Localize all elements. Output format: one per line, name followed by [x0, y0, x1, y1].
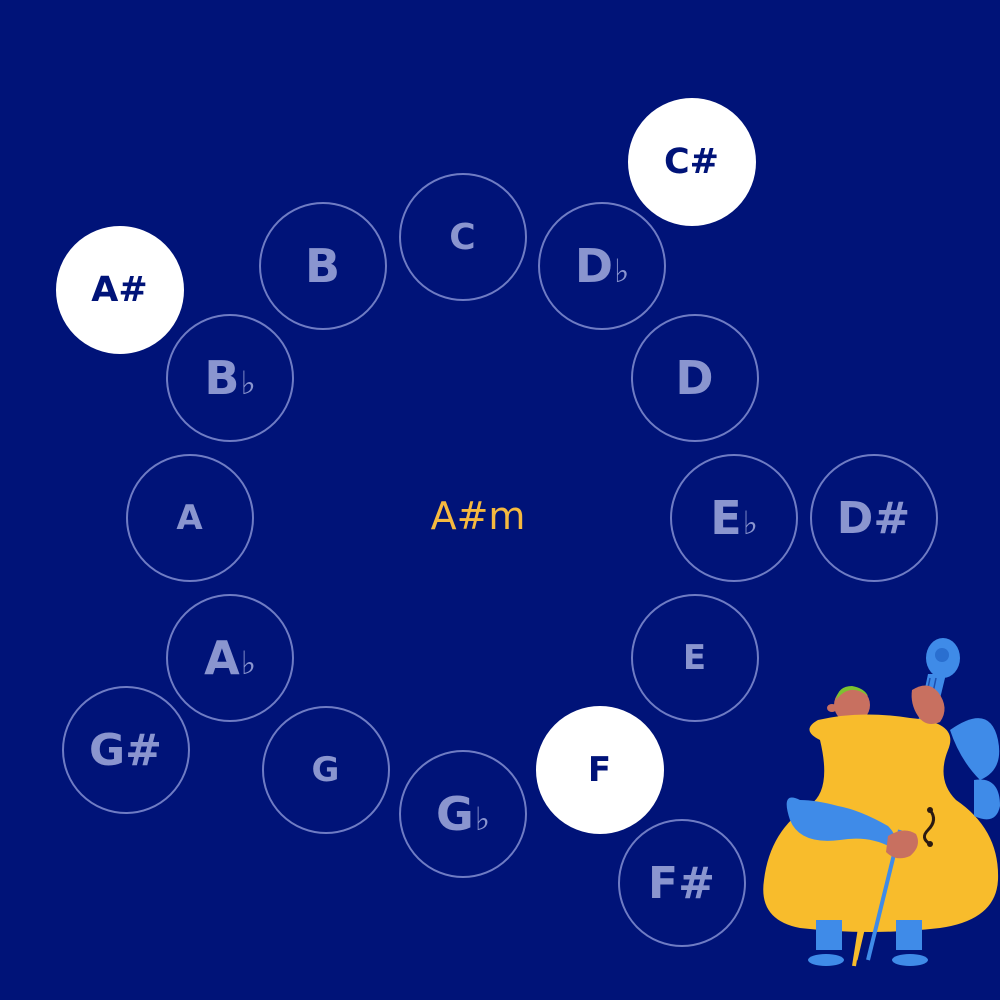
note-g-sharp[interactable]: G# — [62, 686, 190, 814]
note-f[interactable]: F — [536, 706, 664, 834]
note-label: F — [587, 750, 612, 790]
note-accidental: ♭ — [742, 504, 758, 542]
note-label: G — [311, 750, 340, 790]
note-label: F# — [648, 857, 715, 909]
note-accidental: ♭ — [240, 644, 256, 682]
note-a-sharp[interactable]: A# — [56, 226, 184, 354]
note-a-flat[interactable]: A♭ — [166, 594, 294, 722]
note-label: B — [304, 239, 341, 293]
note-label: G — [436, 787, 474, 841]
note-b[interactable]: B — [259, 202, 387, 330]
note-g[interactable]: G — [262, 706, 390, 834]
note-label: E — [710, 491, 742, 545]
note-f-sharp[interactable]: F# — [618, 819, 746, 947]
note-g-flat[interactable]: G♭ — [399, 750, 527, 878]
note-d-sharp[interactable]: D# — [810, 454, 938, 582]
note-accidental: ♭ — [614, 252, 630, 290]
note-label: B — [204, 351, 240, 405]
note-a[interactable]: A — [126, 454, 254, 582]
note-c[interactable]: C — [399, 173, 527, 301]
note-label: A — [176, 498, 203, 538]
note-e-flat[interactable]: E♭ — [670, 454, 798, 582]
note-c-sharp[interactable]: C# — [628, 98, 756, 226]
note-accidental: ♭ — [240, 364, 256, 402]
note-label: G# — [89, 724, 162, 776]
note-label: C — [449, 216, 476, 258]
note-label: A — [204, 631, 240, 685]
note-b-flat[interactable]: B♭ — [166, 314, 294, 442]
note-label: A# — [91, 270, 148, 310]
cellist-illustration — [763, 638, 1000, 967]
note-label: D — [574, 239, 613, 293]
note-label: D — [675, 351, 714, 405]
note-d[interactable]: D — [631, 314, 759, 442]
center-chord-label: A#m — [430, 494, 526, 538]
note-label: C# — [663, 142, 719, 182]
note-d-flat[interactable]: D♭ — [538, 202, 666, 330]
note-label: E — [682, 638, 707, 678]
note-e[interactable]: E — [631, 594, 759, 722]
note-accidental: ♭ — [474, 800, 490, 838]
note-label: D# — [836, 492, 911, 544]
